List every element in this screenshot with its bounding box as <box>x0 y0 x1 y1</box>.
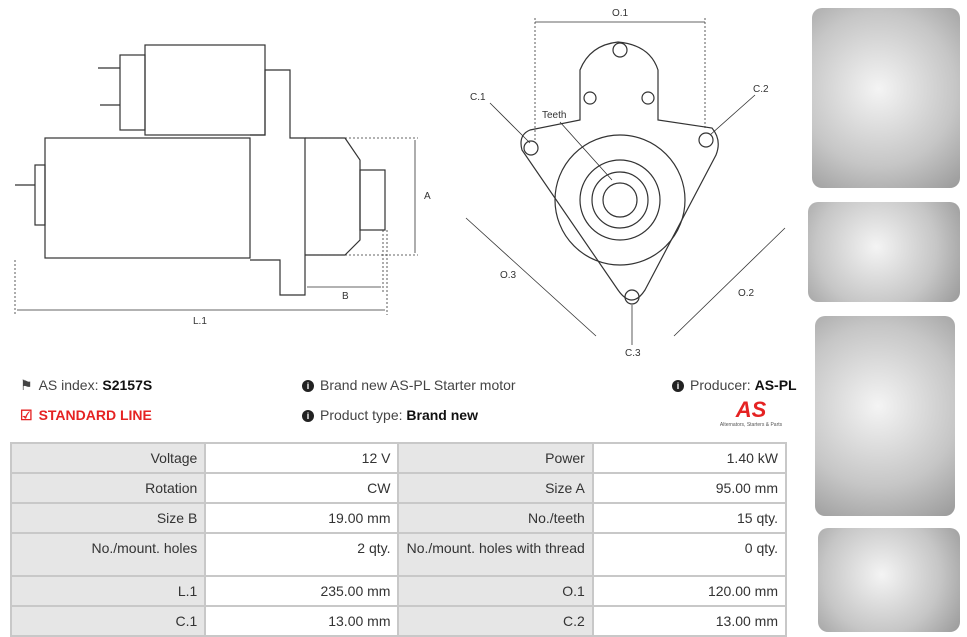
spec-label: No./mount. holes <box>9 532 207 577</box>
label-c3: C.3 <box>625 348 641 359</box>
product-photo-side[interactable] <box>808 202 960 302</box>
label-teeth: Teeth <box>542 110 566 121</box>
label-c2: C.2 <box>753 84 769 95</box>
product-photo-rear[interactable] <box>815 316 955 516</box>
label-a: A <box>424 191 431 202</box>
spec-value: 235.00 mm <box>204 575 400 607</box>
spec-label: C.1 <box>9 605 207 637</box>
spec-value: 0 qty. <box>591 532 788 577</box>
spec-value: 13.00 mm <box>204 605 400 637</box>
spec-label: C.2 <box>397 605 594 637</box>
spec-value: 120.00 mm <box>591 575 788 607</box>
spec-value: 15 qty. <box>591 502 788 534</box>
checkbox-icon: ☑ <box>20 407 33 423</box>
front-view-drawing <box>520 41 719 305</box>
spec-value: 19.00 mm <box>204 502 400 534</box>
spec-value: 1.40 kW <box>591 442 788 474</box>
label-b: B <box>342 291 349 302</box>
spec-label: No./teeth <box>397 502 594 534</box>
as-index-value: S2157S <box>102 377 153 393</box>
technical-drawing: A B L.1 O.1 C.1 C.2 Teeth O.3 O.2 C.3 <box>14 8 786 359</box>
spec-label: L.1 <box>9 575 207 607</box>
standard-line-badge: ☑STANDARD LINE <box>20 407 152 423</box>
product-photo-label[interactable] <box>818 528 960 632</box>
label-c1: C.1 <box>470 92 486 103</box>
spec-value: 2 qty. <box>204 532 400 577</box>
spec-label: Size B <box>9 502 207 534</box>
info-icon: i <box>672 380 684 392</box>
product-photo-front[interactable] <box>812 8 960 188</box>
spec-value: 95.00 mm <box>591 472 788 504</box>
side-view-drawing <box>15 44 386 296</box>
tag-icon: ⚑ <box>20 377 33 393</box>
info-icon: i <box>302 380 314 392</box>
spec-label: Power <box>397 442 594 474</box>
label-o2: O.2 <box>738 288 755 299</box>
as-index: ⚑AS index: S2157S <box>20 377 153 393</box>
info-icon: i <box>302 410 314 422</box>
spec-label: O.1 <box>397 575 594 607</box>
spec-label: Size A <box>397 472 594 504</box>
spec-label: Voltage <box>9 442 207 474</box>
spec-value: 13.00 mm <box>591 605 788 637</box>
spec-label: No./mount. holes with thread <box>397 532 594 577</box>
label-o3: O.3 <box>500 270 517 281</box>
spec-value: CW <box>204 472 400 504</box>
label-l1: L.1 <box>193 316 207 327</box>
spec-label: Rotation <box>9 472 207 504</box>
label-o1: O.1 <box>612 8 629 19</box>
as-pl-logo: AS Alternators, Starters & Parts <box>719 397 783 429</box>
spec-value: 12 V <box>204 442 400 474</box>
